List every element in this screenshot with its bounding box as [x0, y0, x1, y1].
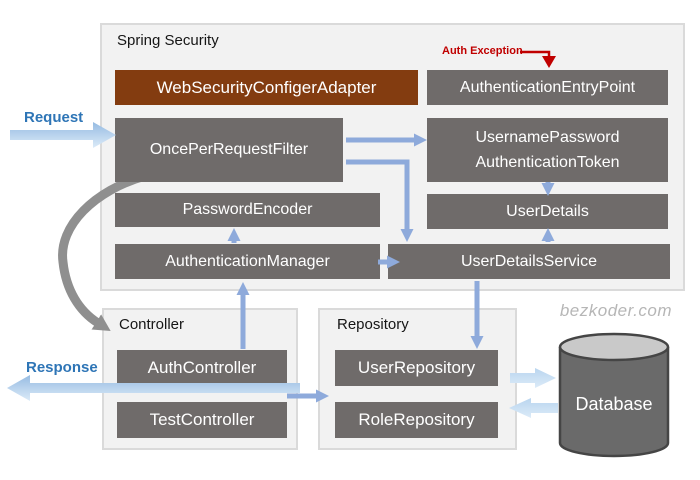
node-user-details-service: UserDetailsService: [388, 244, 670, 279]
repository-title: Repository: [337, 316, 409, 333]
node-role-repository: RoleRepository: [335, 402, 498, 438]
node-password-encoder: PasswordEncoder: [115, 193, 380, 227]
database-label: Database: [575, 394, 653, 414]
database-top: [558, 332, 670, 362]
node-user-repository: UserRepository: [335, 350, 498, 386]
watermark: bezkoder.com: [559, 301, 672, 320]
auth-exception-label: Auth Exception: [442, 45, 523, 57]
node-authentication-entry-point: AuthenticationEntryPoint: [427, 70, 668, 105]
node-user-details: UserDetails: [427, 194, 668, 229]
token-label-line1: UsernamePassword: [475, 129, 620, 146]
node-test-controller: TestController: [117, 402, 287, 438]
token-label-line2: AuthenticationToken: [475, 154, 620, 171]
node-auth-controller: AuthController: [117, 350, 287, 386]
request-label: Request: [24, 109, 84, 126]
node-username-password-authentication-token: UsernamePassword AuthenticationToken: [427, 118, 668, 182]
node-authentication-manager: AuthenticationManager: [115, 244, 380, 279]
node-once-per-request-filter: OncePerRequestFilter: [115, 118, 343, 182]
response-label: Response: [26, 359, 98, 376]
database-cylinder-icon: [558, 332, 670, 458]
node-web-security-configurer-adapter: WebSecurityConfigerAdapter: [115, 70, 418, 105]
spring-security-title: Spring Security: [117, 32, 219, 49]
database-body: [558, 347, 670, 458]
filter-to-controller-curved-arrow: [58, 171, 147, 332]
controller-title: Controller: [119, 316, 185, 333]
